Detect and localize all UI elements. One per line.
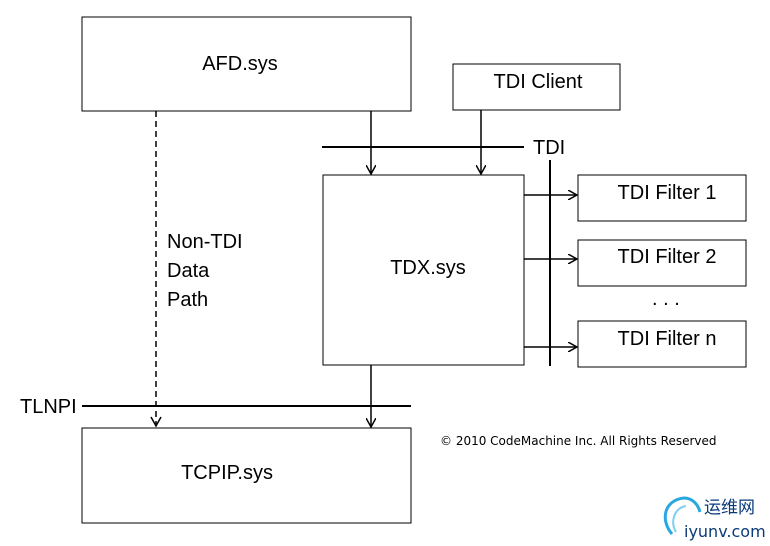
tdi-client-box — [452, 63, 621, 111]
filter2-box — [577, 239, 747, 287]
watermark-logo: 运维网 iyunv.com — [663, 496, 766, 541]
tdx-label: TDX.sys — [390, 257, 466, 279]
filter2-label: TDI Filter 2 — [618, 246, 717, 268]
filter1-box — [577, 174, 747, 222]
non-tdi-label-line2: Data — [167, 260, 210, 282]
filtern-label: TDI Filter n — [618, 328, 717, 350]
non-tdi-arrowhead — [150, 416, 162, 428]
tlnpi-interface-label: TLNPI — [20, 396, 77, 418]
tdi-client-label: TDI Client — [494, 71, 583, 93]
tcpip-box — [81, 427, 412, 524]
watermark-swirl-icon — [663, 496, 702, 535]
non-tdi-label-line3: Path — [167, 289, 208, 311]
watermark-swirl-inner-icon — [672, 505, 687, 533]
filtern-box — [577, 320, 747, 368]
tdi-interface-label: TDI — [533, 137, 565, 159]
tdx-box — [322, 174, 525, 366]
watermark-text-url: iyunv.com — [684, 522, 766, 541]
afd-box — [81, 16, 412, 112]
watermark-text-cn: 运维网 — [704, 498, 755, 518]
filter-ellipsis: . . . — [652, 288, 680, 310]
copyright-text: © 2010 CodeMachine Inc. All Rights Reser… — [440, 434, 717, 448]
afd-label: AFD.sys — [202, 53, 278, 75]
tcpip-label: TCPIP.sys — [181, 462, 273, 484]
non-tdi-label-line1: Non-TDI — [167, 231, 243, 253]
filter1-label: TDI Filter 1 — [618, 182, 717, 204]
